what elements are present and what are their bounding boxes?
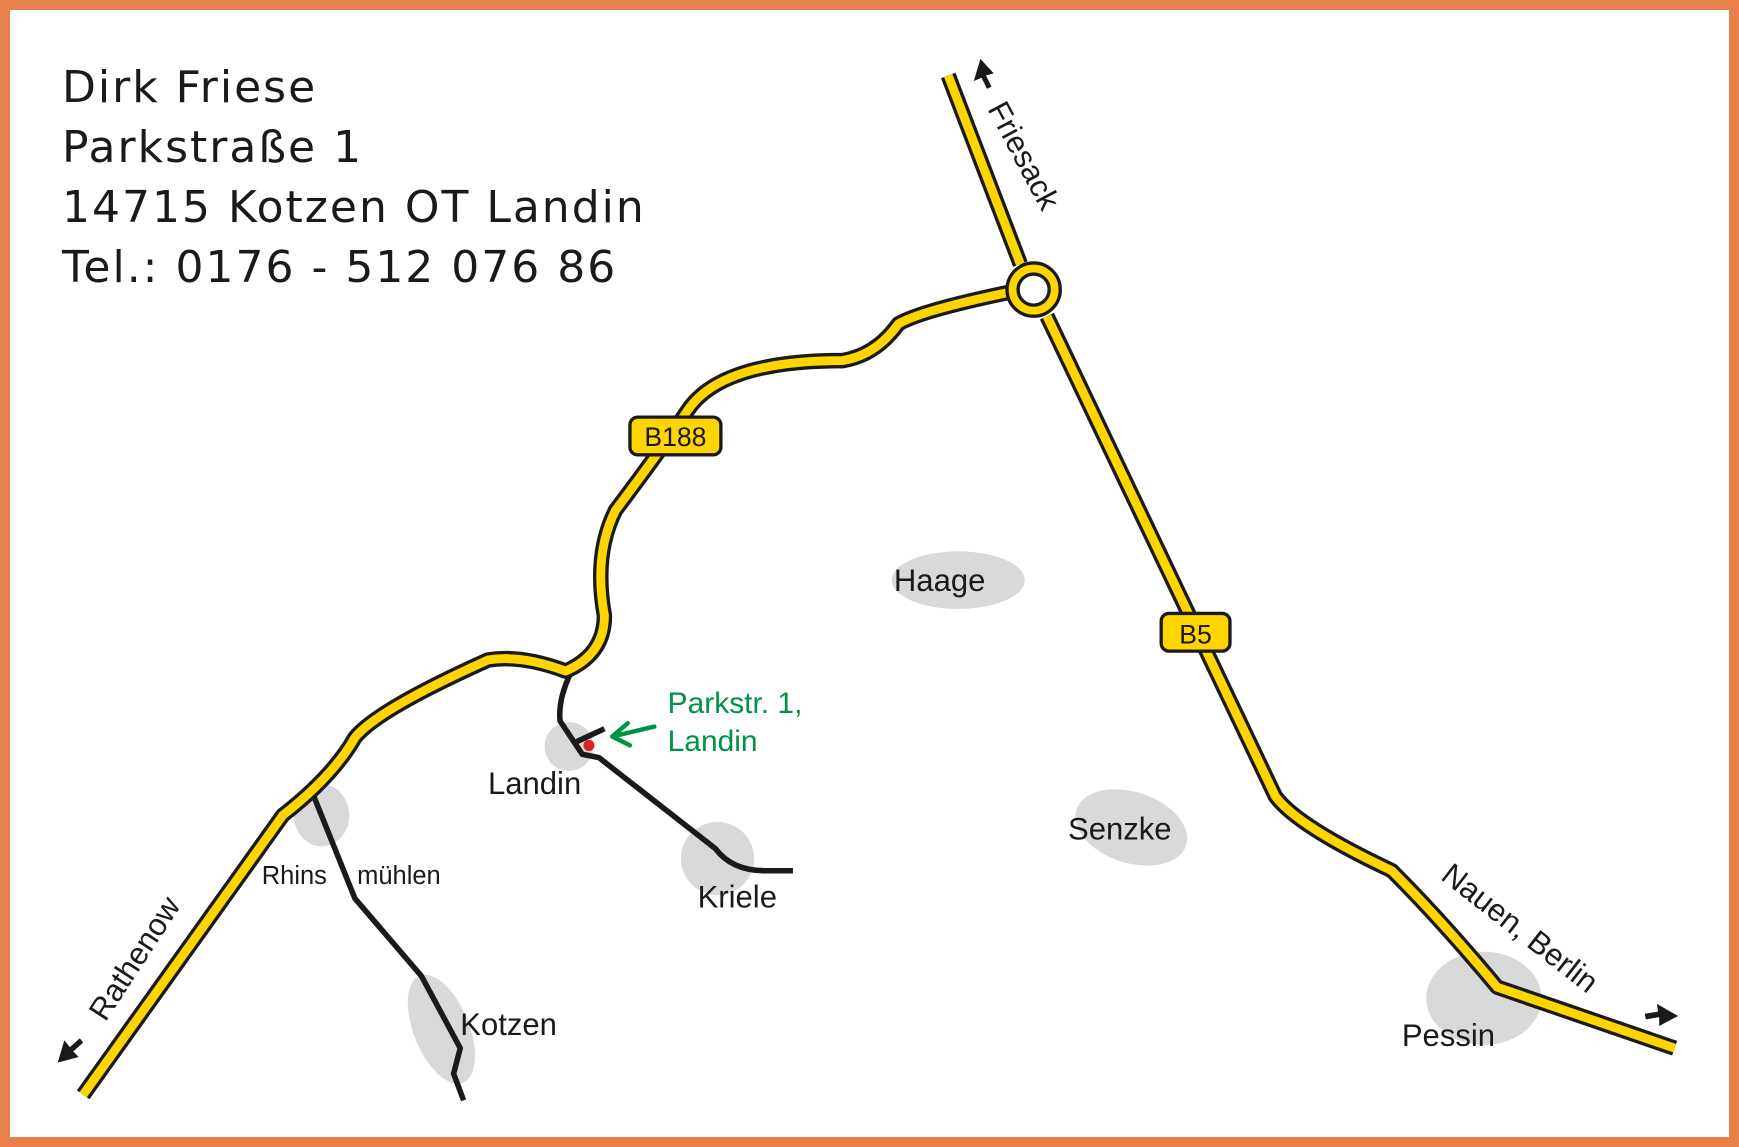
settlement-senzke (1075, 789, 1188, 866)
settlement-pessin (1426, 951, 1542, 1045)
place-landin: Landin (488, 766, 581, 801)
destination-marker: Parkstr. 1, Landin (609, 687, 803, 758)
settlement-haage (891, 551, 1025, 609)
road-rhinsmuehlen-kotzen (311, 795, 467, 1102)
place-senzke: Senzke (1068, 812, 1172, 847)
contact-name: Dirk Friese (62, 62, 318, 113)
contact-phone: Tel.: 0176 - 512 076 86 (62, 242, 618, 293)
place-pessin: Pessin (1402, 1018, 1495, 1053)
settlement-areas (293, 551, 1542, 1084)
road-landin-stub (572, 726, 606, 746)
contact-street: Parkstraße 1 (62, 122, 364, 173)
destination-dot (583, 739, 595, 751)
place-kriele: Kriele (698, 879, 777, 914)
contact-city: 14715 Kotzen OT Landin (62, 182, 646, 233)
place-haage: Haage (894, 563, 986, 598)
address-block: Dirk Friese Parkstraße 1 14715 Kotzen OT… (62, 58, 646, 298)
road-to-friesack (944, 73, 1025, 266)
road-b5 (1042, 314, 1677, 1053)
main-roads (76, 72, 1678, 1100)
road-landin-kriele (556, 670, 793, 874)
road-b188 (79, 287, 1013, 1098)
shield-b5-label: B5 (1179, 619, 1212, 649)
green-arrow-icon (609, 721, 657, 748)
local-roads (311, 670, 793, 1102)
marker-label-line1: Parkstr. 1, (668, 687, 803, 720)
settlement-kriele (680, 821, 755, 896)
place-muehlen: mühlen (357, 862, 441, 890)
place-rhins: Rhins (262, 862, 327, 890)
arrow-southeast-icon (1644, 1003, 1679, 1026)
settlement-landin (544, 722, 594, 771)
shield-b5: B5 (1159, 611, 1232, 653)
shield-b188-label: B188 (644, 422, 706, 452)
arrow-north-icon (973, 58, 994, 89)
arrow-southwest-icon (57, 1038, 84, 1063)
shield-b188: B188 (628, 415, 723, 457)
marker-label-line2: Landin (668, 725, 758, 758)
place-kotzen: Kotzen (460, 1007, 557, 1042)
direction-arrows (57, 58, 1679, 1063)
